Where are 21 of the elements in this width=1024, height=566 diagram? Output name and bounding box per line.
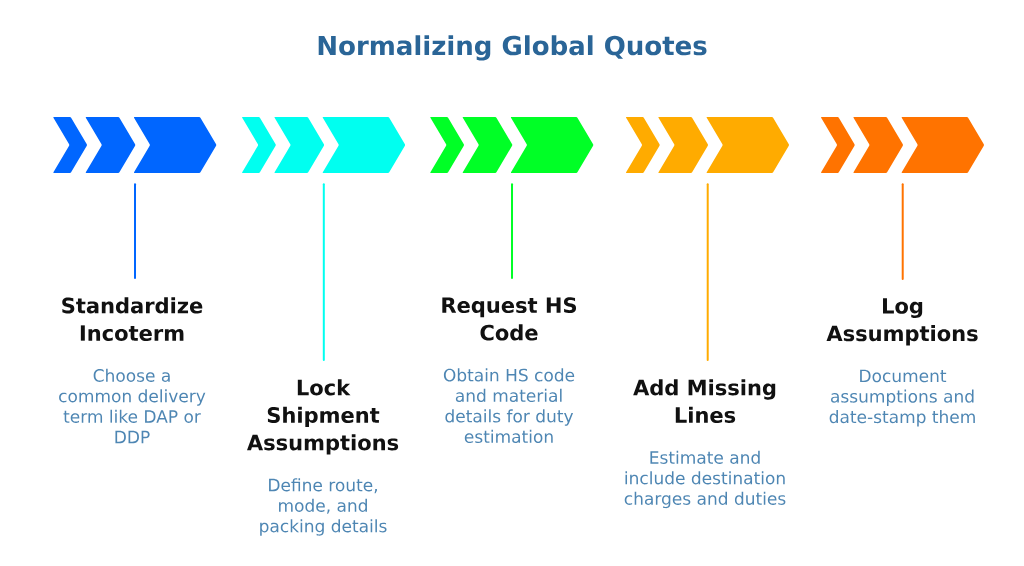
connector-line: [901, 183, 904, 280]
step-heading: Standardize Incoterm: [62, 297, 203, 341]
title: Normalizing Global Quotes: [318, 35, 707, 61]
chevron-arrows: [821, 117, 984, 173]
step-heading: Request HS Code: [442, 297, 577, 341]
connector-line: [706, 183, 709, 361]
step-description: Estimate and include destination charges and duties: [624, 450, 786, 509]
chevron-arrows: [626, 117, 789, 173]
step-description: Document assumptions and date-stamp them: [829, 369, 975, 427]
chevron-arrows: [53, 117, 217, 173]
chevron-arrows: [430, 117, 594, 173]
step-heading: Lock Shipment Assumptions: [247, 379, 399, 455]
step-heading: Log Assumptions: [826, 298, 978, 346]
step-description: Obtain HS code and material details for duty estimation: [443, 368, 575, 444]
step-description: Choose a common delivery term like DAP or DDP: [59, 368, 206, 444]
connector-line: [322, 183, 325, 361]
connector-line: [511, 183, 513, 279]
step-heading: Add Missing Lines: [633, 379, 776, 423]
connector-line: [134, 183, 136, 279]
step-description: Define route, mode, and packing details: [260, 478, 387, 536]
chevron-arrows: [242, 117, 406, 173]
